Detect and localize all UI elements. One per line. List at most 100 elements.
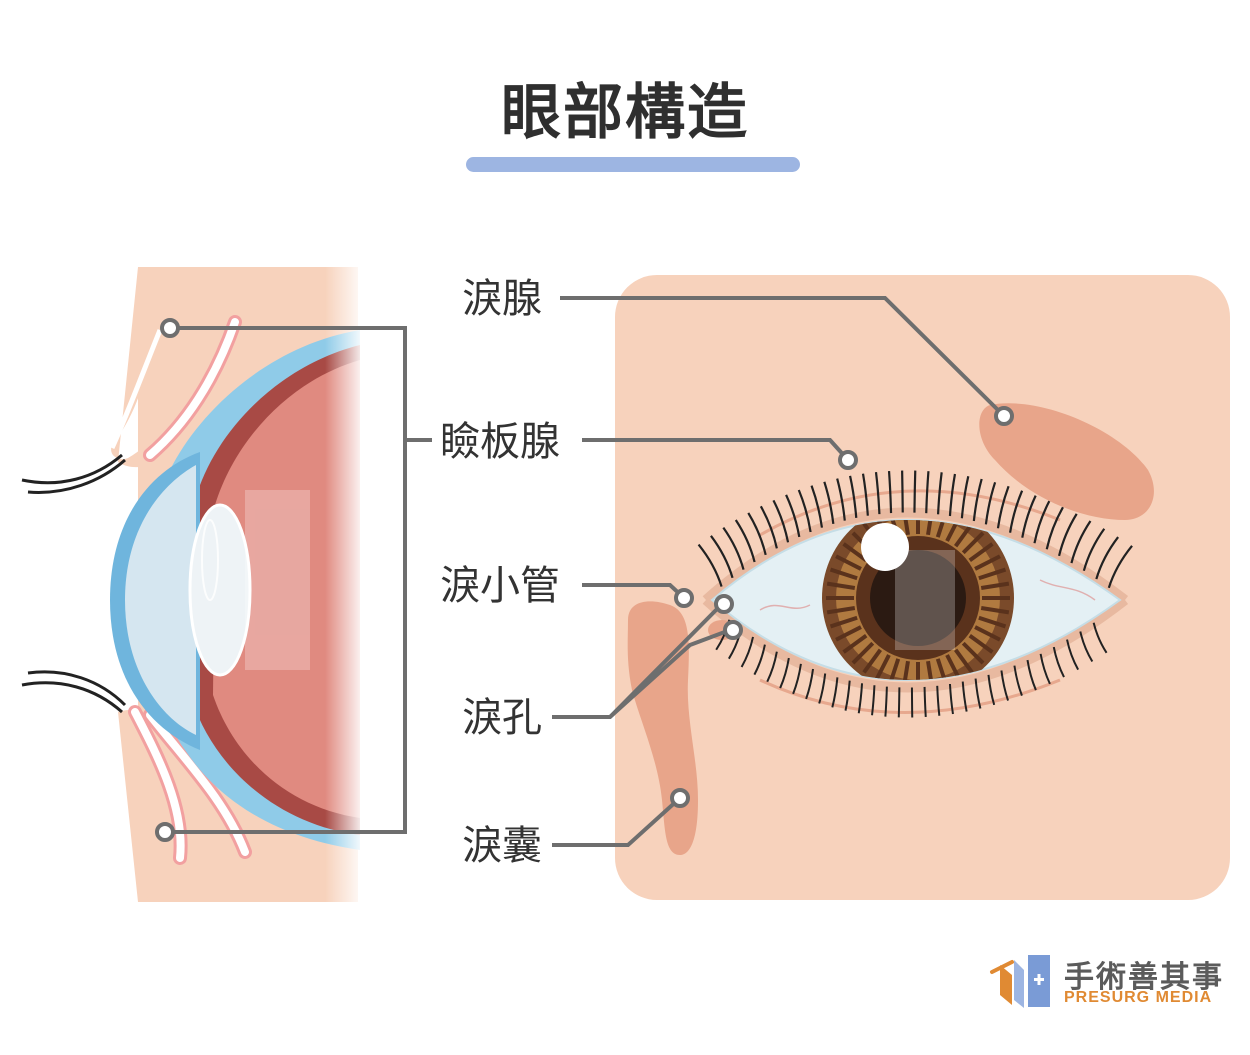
lower-eyelash [923,686,927,717]
iris-ray [826,606,856,615]
upper-eyelash [960,475,970,519]
iris-ray [874,654,891,680]
iris-ray [978,567,1007,581]
presurg-logo-icon [990,955,1050,1008]
iris-ray [954,522,974,548]
lower-eyelash [792,663,802,695]
upper-eyelash [887,470,893,514]
upper-eyelash [925,471,930,514]
brand-name-cn: 手術善其事 [1064,960,1224,995]
upper-eyelash [948,473,957,517]
callout-dot-punctum-lower [723,620,743,640]
lower-eyelash [1000,670,1009,701]
upper-eyelash [21,453,123,485]
lower-eyelash [740,636,754,668]
label-punctum: 淚孔 [462,695,542,741]
upper-eyelash [697,543,723,587]
callout-dot-lacrimal-sac [670,788,690,808]
eye-highlight [861,523,909,571]
lower-eyelash [884,686,888,717]
callout-dot-upper-gland [160,318,180,338]
iris-ray [901,520,910,536]
lower-eyelash [1079,631,1094,663]
iris-ray [935,520,949,538]
upper-eyelash [1095,536,1120,580]
lower-eyelash [805,668,815,700]
iris-ray [835,625,862,642]
lower-eyelash [974,678,982,709]
iris-ray [926,520,935,536]
upper-eyelash [1045,506,1064,550]
lower-eyelash [844,680,851,711]
lower-eyelash [1013,665,1023,696]
label-meibomian-gland: 瞼板腺 [440,419,560,465]
iris-ray [842,634,868,654]
upper-eyelash [996,485,1010,529]
upper-eyelash [797,489,812,533]
iris-ray [829,567,858,581]
iris-ray [980,606,1010,615]
callout-dot-lower-gland [155,822,175,842]
callout-dots [155,318,1014,842]
upper-eyelash [759,505,778,549]
iris-ray [978,615,1007,629]
iris-ray [851,641,875,665]
iris-ray [826,581,856,590]
iris-ray [842,542,868,562]
upper-eyelash [1021,495,1037,538]
upper-eyelash [1070,520,1092,564]
iris-ray [887,658,901,680]
lower-eyelash [818,673,827,704]
iris-ray [862,648,882,674]
lacrimal-gland [979,403,1154,520]
iris-ray [980,581,1010,590]
iris-ray [968,542,994,562]
callout-dot-lacrimal-gland [994,406,1014,426]
upper-eyelash [772,499,790,543]
lower-eyelash [897,687,901,718]
upper-eyelid-highlight [109,329,163,450]
iris-ray [935,658,949,680]
page-title: 眼部構造 [501,78,749,148]
upper-eyelash [734,519,756,563]
callout-dot-canaliculus [674,588,694,608]
anterior-chamber [125,465,196,735]
lower-eyelash [857,683,864,714]
upper-eyelash [936,472,943,515]
vitreous-body [213,360,360,818]
lower-eyelash [753,644,766,676]
iris-ray [954,648,974,674]
upper-eyelash [710,535,734,579]
upper-eyelash [836,478,846,521]
upper-eyelash [823,481,835,524]
label-lacrimal-gland: 淚腺 [462,276,542,322]
upper-eyelid [111,267,250,468]
upper-eyelash [861,473,869,516]
lower-eyelash [831,677,839,708]
iris-ray [974,625,1001,642]
iris-ray [974,554,1001,571]
watermark-logo-left [245,490,310,670]
label-canaliculus: 淚小管 [440,563,560,609]
upper-eyelash [874,471,881,515]
upper-eyelash [1107,545,1133,589]
iris-ray [926,660,935,680]
callout-dot-punctum-upper [714,594,734,614]
lens [188,503,252,677]
upper-eyelash [785,494,801,538]
frontal-eye [615,275,1230,900]
upper-eyelash [901,470,904,513]
lower-eyelash [1026,659,1037,691]
cross-section [21,267,365,902]
iris-ray [829,615,858,629]
brand-name-en: PRESURG MEDIA [1064,989,1213,1006]
iris-ray [901,660,910,680]
lower-eyelash [936,685,941,716]
upper-eyelash [810,485,824,528]
lower-eyelash [987,674,996,706]
label-lacrimal-sac: 淚囊 [462,823,542,869]
lower-eyelash [948,683,954,715]
upper-eyelash [984,482,997,525]
iris-ray [961,641,985,665]
